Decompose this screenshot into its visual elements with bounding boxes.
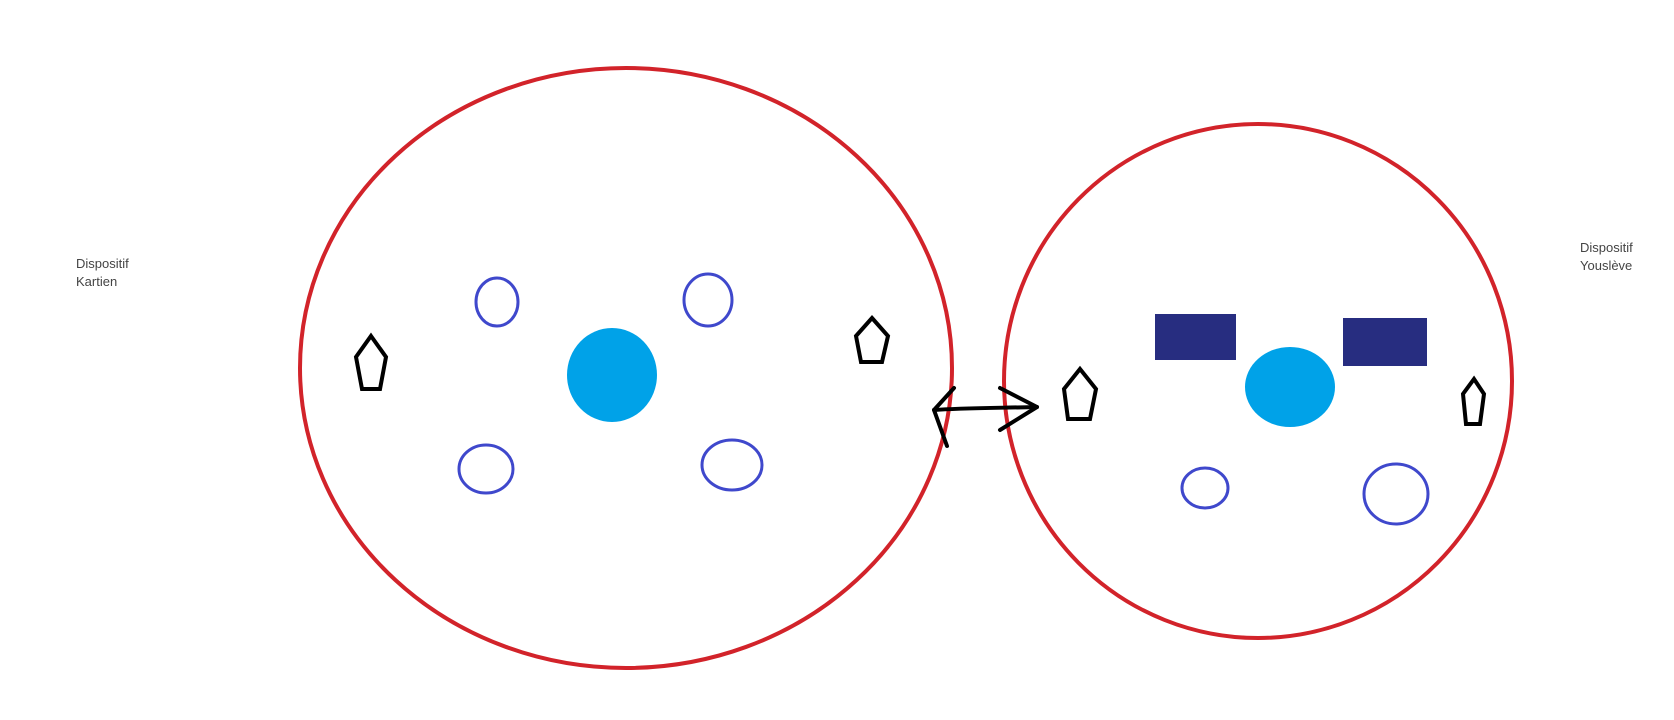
left-pentagon-2: [853, 314, 891, 364]
right-block-1: [1155, 314, 1236, 360]
left-ring-4: [700, 438, 764, 492]
right-ring-2: [1362, 462, 1430, 526]
left-ring-3: [457, 443, 515, 495]
left-pentagon-1: [353, 332, 389, 391]
left-ring-1: [474, 276, 520, 328]
right-block-2: [1343, 318, 1427, 366]
right-system: [1002, 122, 1514, 640]
left-ring-2: [682, 272, 734, 328]
right-outer-circle: [1002, 122, 1514, 640]
right-core: [1245, 347, 1335, 427]
right-pentagon-2: [1460, 375, 1487, 426]
label-dispositif-kartien: Dispositif Kartien: [76, 256, 129, 289]
label-dispositif-yousleve: Dispositif Youslève: [1580, 240, 1633, 273]
right-pentagon-1: [1061, 365, 1099, 421]
left-system: [298, 66, 954, 670]
right-ring-1: [1180, 466, 1230, 510]
double-arrow-icon: [932, 386, 1039, 448]
left-core: [567, 328, 657, 422]
left-outer-circle: [298, 66, 954, 670]
